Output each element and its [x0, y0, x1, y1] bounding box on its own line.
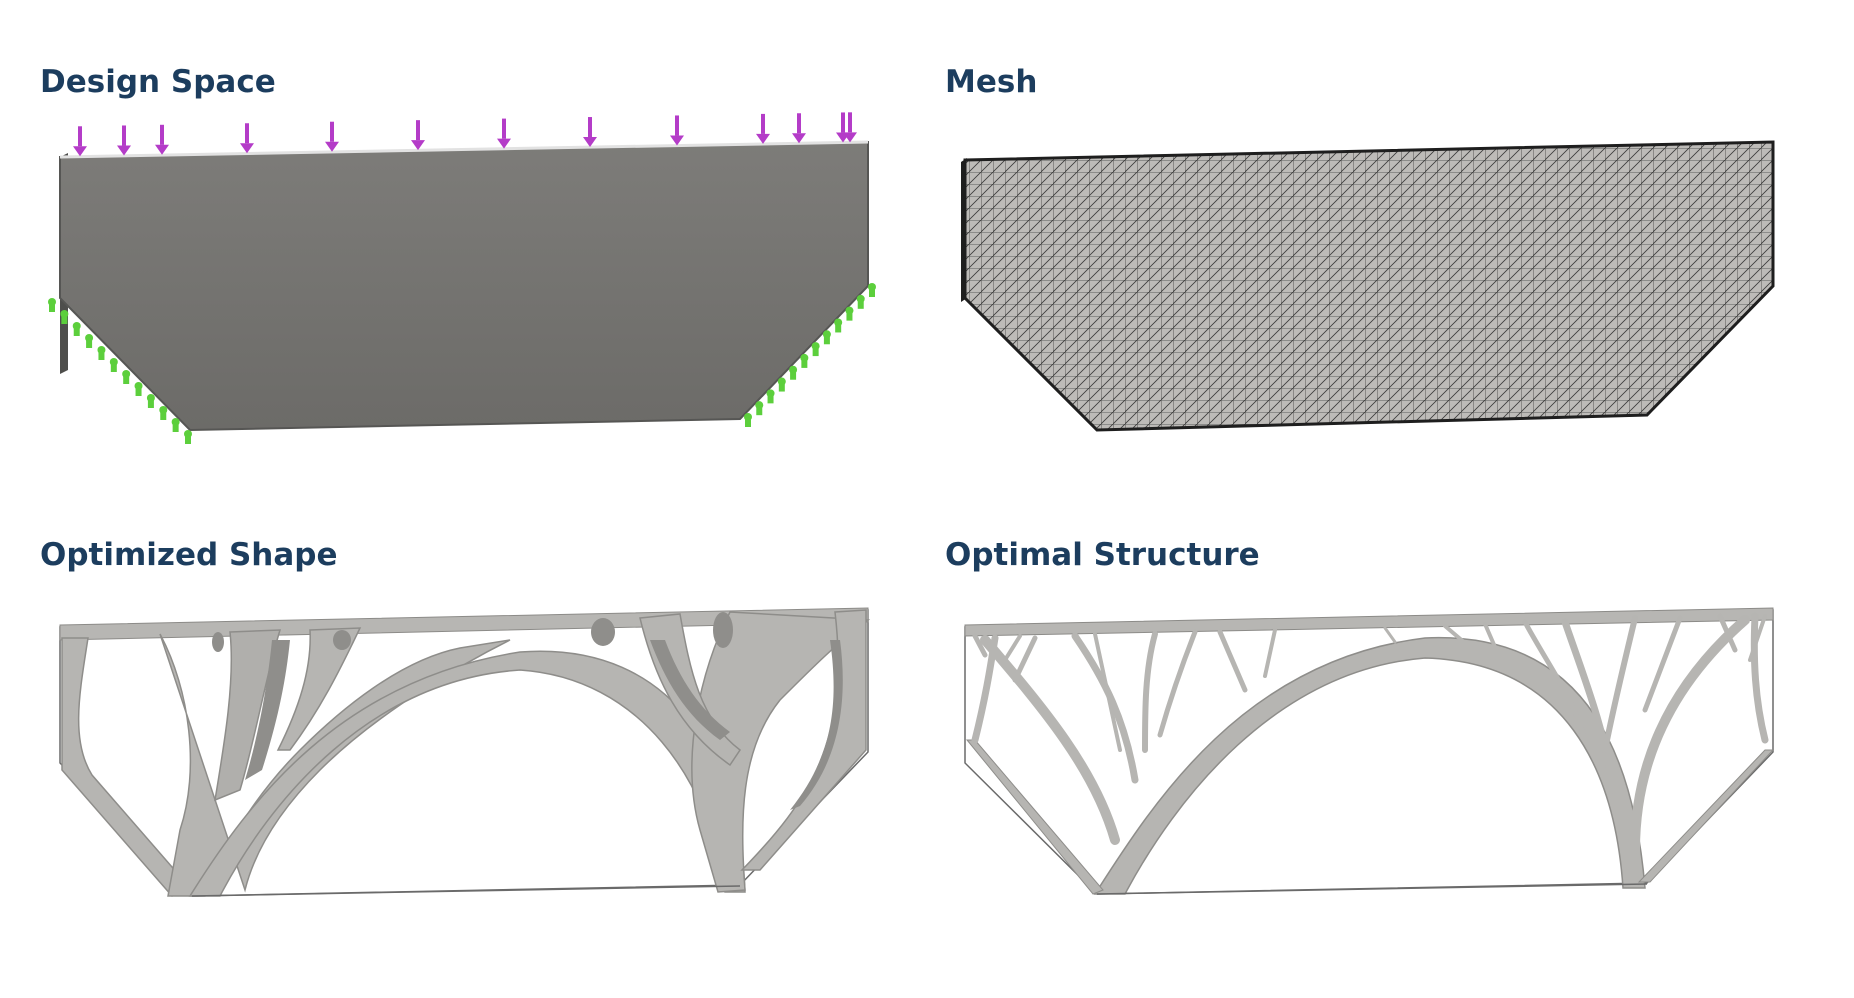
support-icon [48, 298, 56, 312]
support-icon [744, 413, 752, 427]
mesh-figure [961, 140, 1775, 432]
right-branch-shadow [650, 640, 730, 740]
left-outer-strut [61, 637, 194, 897]
support-icon [834, 318, 843, 333]
load-arrow-icon [497, 118, 511, 149]
load-arrow-icon [240, 123, 254, 154]
bottom-wire [191, 885, 741, 897]
left-tree-branches [971, 628, 1277, 845]
support-icon [766, 389, 775, 404]
right-outer-shadow [790, 640, 843, 810]
support-icon [777, 377, 786, 392]
supports-left [48, 298, 192, 444]
optimal-structure-figure [964, 607, 1775, 895]
bottom-wire [1096, 883, 1648, 895]
optimized-shape-figure [59, 607, 871, 897]
support-icon [134, 382, 143, 396]
support-icon [146, 394, 155, 408]
central-arch [188, 650, 746, 897]
load-arrow-icon [411, 120, 425, 151]
supports-right [744, 283, 876, 427]
panel-title-design-space: Design Space [40, 64, 276, 100]
central-arch [1093, 637, 1646, 895]
support-icon [109, 358, 118, 372]
load-arrow-icon [155, 124, 169, 155]
hole-small-2 [333, 630, 351, 650]
support-icon [755, 401, 764, 416]
load-arrow-icon [670, 115, 684, 146]
load-arrow-icon [117, 125, 131, 156]
right-tree-branches [1383, 612, 1769, 855]
hole-small-4 [713, 612, 733, 648]
panel-title-optimal-structure: Optimal Structure [945, 537, 1260, 573]
panel-title-optimized-shape: Optimized Shape [40, 537, 338, 573]
support-icon [97, 346, 106, 360]
support-icon [811, 342, 820, 357]
panel-title-mesh: Mesh [945, 64, 1038, 100]
support-icon [72, 322, 81, 336]
support-icon [159, 406, 168, 420]
load-arrow-icon [325, 121, 339, 152]
support-icon [60, 310, 69, 324]
support-icon [184, 430, 192, 444]
support-icon [800, 353, 809, 368]
load-arrows [73, 112, 857, 157]
mesh-grid [965, 142, 1773, 430]
support-icon [822, 330, 831, 345]
hole-small-3 [591, 618, 615, 646]
left-branch-shadow [245, 640, 290, 780]
load-arrow-icon [583, 117, 597, 148]
load-arrow-icon [73, 126, 87, 157]
load-arrow-icon [843, 112, 857, 143]
design-space-block [59, 140, 869, 432]
support-icon [789, 365, 798, 380]
load-arrow-icon [756, 113, 770, 144]
design-space-figure [48, 112, 876, 444]
top-chord [964, 607, 1774, 637]
left-branch-2 [276, 627, 362, 751]
support-icon [868, 283, 876, 297]
load-arrow-icon [792, 113, 806, 144]
support-icon [845, 306, 854, 321]
mesh-outline [963, 140, 1775, 432]
support-icon [856, 294, 865, 309]
right-outer-strut [1637, 749, 1775, 883]
support-icon [171, 418, 180, 432]
support-icon [122, 370, 131, 384]
hole-small-1 [212, 632, 224, 652]
support-icon [85, 334, 94, 348]
